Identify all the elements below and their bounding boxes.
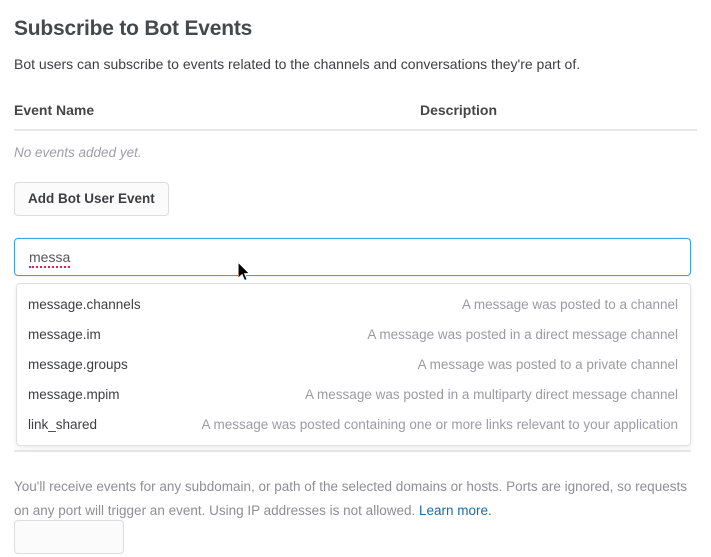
footer-divider [14, 450, 691, 452]
footer-action-button[interactable] [14, 520, 124, 554]
page-description: Bot users can subscribe to events relate… [14, 56, 581, 72]
empty-state-message: No events added yet. [14, 145, 142, 160]
dropdown-item-name: message.groups [28, 356, 128, 372]
subscribed-events-table: Event Name Description No events added y… [14, 102, 697, 160]
dropdown-item-name: message.channels [28, 296, 141, 312]
dropdown-item-message-mpim[interactable]: message.mpim A message was posted in a m… [17, 379, 690, 409]
table-empty-row: No events added yet. [14, 130, 697, 160]
bot-events-page: Subscribe to Bot Events Bot users can su… [14, 17, 697, 554]
learn-more-link[interactable]: Learn more. [418, 502, 492, 518]
add-bot-user-event-row: Add Bot User Event [14, 182, 697, 216]
add-bot-user-event-button[interactable]: Add Bot User Event [14, 182, 169, 216]
dropdown-item-name: link_shared [28, 416, 98, 432]
event-search-input[interactable] [14, 238, 691, 276]
footer-note-text: You'll receive events for any subdomain,… [14, 478, 687, 518]
dropdown-item-description: A message was posted containing one or m… [201, 416, 678, 432]
column-header-event-name: Event Name [14, 102, 420, 131]
dropdown-item-link-shared[interactable]: link_shared A message was posted contain… [17, 409, 690, 439]
event-search-input-shell: messa [14, 238, 691, 276]
column-header-description: Description [420, 102, 697, 131]
footer-button-row [14, 520, 124, 557]
dropdown-item-name: message.mpim [28, 386, 120, 402]
dropdown-item-description: A message was posted to a private channe… [417, 356, 678, 372]
dropdown-item-message-groups[interactable]: message.groups A message was posted to a… [17, 349, 690, 379]
dropdown-item-message-channels[interactable]: message.channels A message was posted to… [17, 289, 690, 319]
table-header-row: Event Name Description [14, 102, 697, 131]
event-search-combobox: messa message.channels A message was pos… [14, 238, 691, 446]
dropdown-item-description: A message was posted to a channel [461, 296, 678, 312]
event-suggestions-dropdown[interactable]: message.channels A message was posted to… [16, 283, 691, 446]
dropdown-item-name: message.im [28, 326, 101, 342]
dropdown-item-description: A message was posted in a direct message… [367, 326, 678, 342]
dropdown-item-description: A message was posted in a multiparty dir… [305, 386, 678, 402]
dropdown-item-message-im[interactable]: message.im A message was posted in a dir… [17, 319, 690, 349]
page-title: Subscribe to Bot Events [14, 17, 253, 40]
footer-note: You'll receive events for any subdomain,… [14, 475, 694, 523]
